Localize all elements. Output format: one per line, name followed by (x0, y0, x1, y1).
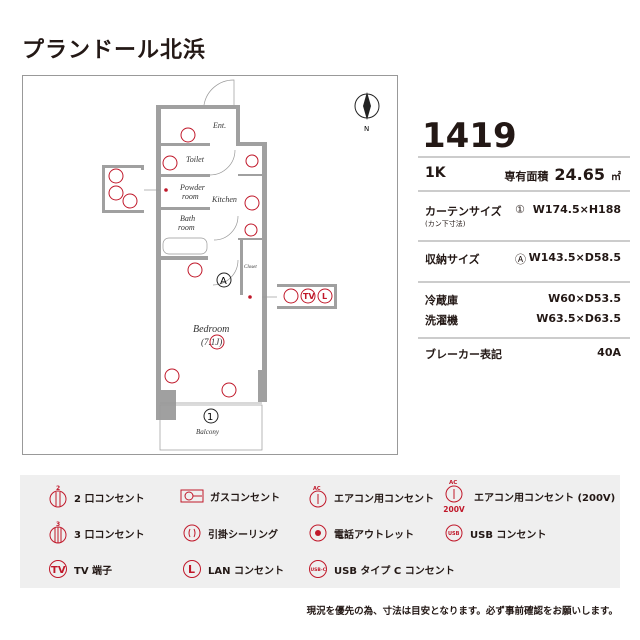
svg-text:AC: AC (313, 486, 321, 492)
breaker-row: ブレーカー表記 40A (425, 346, 621, 362)
lan-outlet-icon: L (183, 560, 201, 578)
room-label-powder-2: room (182, 192, 199, 201)
fridge-row: 冷蔵庫 W60×D53.5 (425, 292, 621, 308)
divider (418, 281, 630, 283)
compass-north-label: N (364, 125, 369, 133)
legend-item-gas-outlet: ガスコンセント (180, 488, 280, 504)
room-label-kitchen: Kitchen (211, 195, 237, 204)
gas-outlet-icon (180, 489, 204, 503)
svg-text:3: 3 (56, 521, 60, 528)
disclaimer-note: 現況を優先の為、寸法は目安となります。必ず事前確認をお願いします。 (306, 606, 618, 617)
svg-text:AC: AC (449, 480, 457, 486)
lan-outlet-icon: L (322, 292, 327, 301)
compass-icon (354, 92, 380, 120)
divider (418, 240, 630, 242)
room-label-bath-2: room (178, 223, 195, 232)
outlet-2-icon: 2 (49, 485, 67, 508)
room-label-bath: Bath (180, 214, 195, 223)
area-row: 1K 専有面積 24.65 ㎡ (425, 165, 621, 184)
floor-plan: Ent. Toilet Powder room Kitchen Bath roo… (22, 75, 398, 455)
room-type: 1K (425, 165, 446, 181)
legend-item-ceiling-hook: 引掛シーリング (182, 523, 278, 543)
room-label-toilet: Toilet (186, 155, 205, 164)
curtain-sublabel: (カン下寸法) (425, 220, 466, 228)
curtain-row: カーテンサイズ (カン下寸法) ① W174.5×H188 (425, 203, 621, 229)
divider (418, 156, 630, 158)
phone-outlet-icon (309, 524, 327, 542)
ac-outlet-icon: AC (309, 486, 327, 508)
room-label-powder: Powder (179, 183, 206, 192)
usb-outlet-icon: USB (445, 524, 463, 542)
breaker-label: ブレーカー表記 (425, 348, 502, 361)
area-label: 専有面積 (504, 170, 549, 183)
room-label-balcony: Balcony (196, 428, 220, 436)
washer-label: 洗濯機 (425, 314, 458, 327)
legend-item-phone-outlet: 電話アウトレット (308, 523, 414, 543)
storage-row: 収納サイズ Ⓐ W143.5×D58.5 (425, 251, 621, 267)
area-unit: ㎡ (611, 172, 621, 183)
divider (418, 190, 630, 192)
room-label-bedroom: Bedroom (193, 324, 229, 335)
breaker-value: 40A (597, 346, 621, 359)
walls (102, 105, 337, 420)
svg-text:TV: TV (51, 565, 66, 576)
curtain-label: カーテンサイズ (425, 205, 502, 218)
area-value: 24.65 (554, 165, 605, 184)
tv-terminal-icon: TV (49, 560, 67, 578)
storage-marker (216, 272, 232, 288)
room-label-ent: Ent. (212, 121, 226, 130)
svg-text:USB: USB (448, 531, 460, 537)
room-number: 1419 (422, 116, 517, 156)
fridge-value: W60×D53.5 (548, 292, 621, 305)
usb-c-outlet-icon: USB-C (309, 560, 327, 578)
storage-label: 収納サイズ (425, 253, 480, 266)
ac-200v-label: 200V (443, 505, 465, 514)
property-title: プランドール北浜 (22, 38, 207, 63)
storage-marker: Ⓐ (515, 253, 526, 266)
outlet-3-icon: 3 (49, 521, 67, 544)
storage-value: W143.5×D58.5 (528, 251, 621, 264)
room-label-closet: Closet (244, 265, 257, 270)
divider (418, 337, 630, 339)
outlet-icons (108, 127, 333, 398)
storage-marker-label: A (220, 276, 227, 287)
ceiling-hook-icon (183, 524, 201, 542)
svg-text:USB-C: USB-C (311, 567, 327, 573)
curtain-value: W174.5×H188 (532, 203, 621, 216)
fridge-label: 冷蔵庫 (425, 294, 458, 307)
curtain-marker: ① (515, 203, 525, 216)
curtain-marker-label: 1 (207, 412, 213, 423)
room-label-bedroom-size: (7.1J) (201, 337, 222, 347)
washer-value: W63.5×D63.5 (536, 312, 621, 325)
svg-text:L: L (188, 563, 195, 576)
svg-text:2: 2 (56, 485, 60, 492)
tv-terminal-icon: TV (303, 292, 315, 301)
ac-outlet-200v-icon: AC 200V (443, 480, 465, 514)
washer-row: 洗濯機 W63.5×D63.5 (425, 312, 621, 328)
